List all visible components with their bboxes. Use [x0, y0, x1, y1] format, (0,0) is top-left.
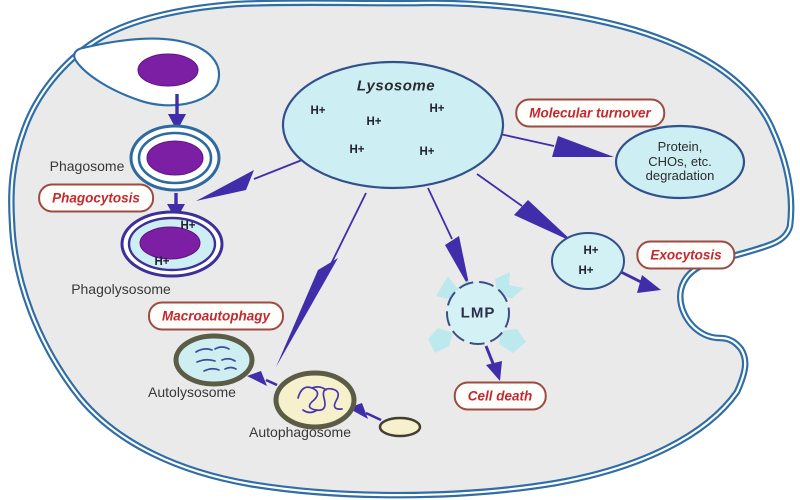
degradation-line-1: Protein,: [657, 139, 703, 155]
degradation-line-2: CHOs, etc.: [648, 153, 712, 169]
arrow-lysosome-to-phagocytosis: [196, 159, 303, 201]
lmp-vesicle-body: [446, 281, 510, 345]
phagosome-cargo: [146, 140, 204, 176]
lysosome-label: Lysosome: [356, 77, 436, 95]
phagosome-body: [129, 124, 221, 192]
autolysosome-label: Autolysosome: [148, 384, 236, 400]
engulfed-particle: [137, 53, 199, 87]
degradation-vesicle-body: [614, 124, 746, 200]
phagolysosome-proton-top: H+: [180, 220, 196, 232]
cargo-oval: [378, 416, 422, 438]
lysosome-proton-5: H+: [419, 146, 435, 158]
autophagosome-contents: [297, 386, 343, 414]
phagolysosome-cargo: [139, 226, 201, 260]
phagolysosome-label: Phagolysosome: [71, 281, 171, 297]
lysosome-body: [281, 60, 505, 190]
arrow-lysosome-to-exocytosis: [476, 173, 573, 242]
lysosome-proton-2: H+: [366, 116, 382, 128]
phagocytosis-label-box: Phagocytosis: [38, 183, 154, 213]
phagolysosome-proton-bottom: H+: [154, 256, 170, 268]
exocytosis-label-box: Exocytosis: [636, 240, 736, 270]
arrow-autophagosome-to-autolysosome: [247, 371, 278, 387]
lysosome-proton-3: H+: [429, 103, 445, 115]
arrow-lmp-to-cell-death: [484, 345, 502, 381]
lysosome-proton-1: H+: [310, 105, 326, 117]
cell-membrane-inner: [10, 1, 793, 497]
exocytosis-vesicle-body: [551, 232, 625, 290]
autolysosome-contents: [195, 346, 237, 372]
arrow-lysosome-to-autolysosome: [276, 192, 367, 367]
degradation-line-3: degradation: [645, 168, 715, 184]
macroautophagy-label-box: Macroautophagy: [147, 301, 285, 331]
exocytosis-proton-bottom: H+: [578, 265, 594, 277]
exocytosis-proton-top: H+: [583, 245, 599, 257]
arrow-particle-to-phagosome: [168, 94, 186, 131]
autolysosome-body: [173, 333, 255, 387]
molecular-turnover-label-box: Molecular turnover: [515, 98, 665, 128]
arrow-exocytosis-to-membrane: [620, 270, 661, 293]
phagosome-label: Phagosome: [49, 158, 125, 174]
lmp-label: LMP: [460, 304, 496, 322]
phagolysosome-body: [120, 210, 224, 278]
autophagosome-body: [273, 370, 357, 430]
arrow-lysosome-to-degradation: [499, 133, 614, 157]
arrow-lysosome-to-lmp: [427, 187, 470, 289]
cell-death-label-box: Cell death: [453, 381, 547, 411]
degradation-vesicle-label: Protein, CHOs, etc. degradation: [646, 140, 715, 184]
autophagosome-label: Autophagosome: [249, 424, 351, 440]
lysosome-proton-4: H+: [349, 144, 365, 156]
